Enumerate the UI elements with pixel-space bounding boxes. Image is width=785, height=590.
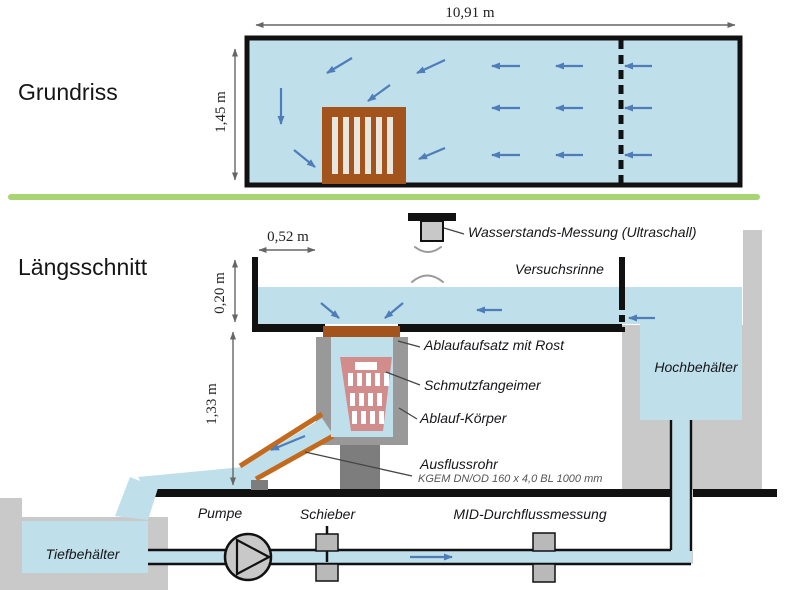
leader-lines [304,227,465,477]
flow-arrow [270,434,306,452]
flow-arrow [326,57,353,74]
drain-top-label: Ablaufaufsatz mit Rost [424,337,565,353]
flow-meter-label: MID-Durchflussmessung [453,506,607,522]
dirt-basket [340,357,392,431]
flow-arrow [320,302,340,319]
low-tank-water [22,521,148,573]
outflow-pipe [115,411,335,520]
dim-label-plan-width: 1,45 m [212,91,229,133]
outflow-pipe-label: Ausflussrohr [420,456,498,472]
mid-sensor-icon [532,532,556,583]
leader-line [398,407,418,420]
level-sensor-label: Wasserstands-Messung (Ultraschall) [468,224,697,240]
high-tank-label: Hochbehälter [654,359,738,375]
flow-arrow [384,302,404,319]
high-tank-water [640,324,742,420]
dim-label-inlet-offset: 0,52 m [267,229,309,245]
dim-label-plan-length: 10,91 m [445,5,495,21]
pump-label: Pumpe [197,505,243,521]
plan-flow-arrows [277,57,652,168]
ultrasonic-sensor-icon [408,213,456,242]
low-tank-wall [0,498,22,518]
section-dim-arrows [230,247,316,486]
outflow-stream [115,477,158,520]
leader-line [304,451,413,477]
outflow-pipe-spec-label: KGEM DN/OD 160 x 4,0 BL 1000 mm [418,473,603,485]
high-tank-outer-wall [743,230,762,490]
drain-grate-bar [323,326,400,337]
plan-basin [244,35,743,188]
flow-arrow [418,146,446,161]
sound-waves-icon [411,246,444,283]
leader-line [385,371,421,386]
lab-floor-right [693,489,777,497]
flume-right-wall [619,257,625,303]
low-tank-label: Tiefbehälter [45,546,120,562]
section-flow-arrows [270,302,655,561]
leader-line [443,227,465,235]
flow-arrow [293,149,316,168]
flume-water [258,287,742,324]
section-title: Längsschnitt [18,254,148,280]
flume-floor-left [252,324,325,332]
plan-grate [322,107,406,184]
pump-icon [223,532,273,582]
drain-body-label: Ablauf-Körper [420,410,507,426]
riser-pipe [669,420,693,565]
flow-arrow [367,84,391,102]
leader-line [397,340,421,348]
dim-label-water-depth: 0,20 m [211,272,228,314]
gate-valve-label: Schieber [299,506,356,522]
dirt-bucket-label: Schmutzfangeimer [424,377,541,393]
dim-label-drain-height: 1,33 m [203,383,220,425]
lab-floor [150,489,672,497]
flume-left-wall [252,257,258,332]
flow-arrow [416,59,446,74]
flume-label: Versuchsrinne [515,261,604,277]
flume-floor-right [398,324,622,332]
plan-title: Grundriss [18,79,118,105]
gate-valve-icon [315,526,339,582]
green-separator [8,194,760,200]
